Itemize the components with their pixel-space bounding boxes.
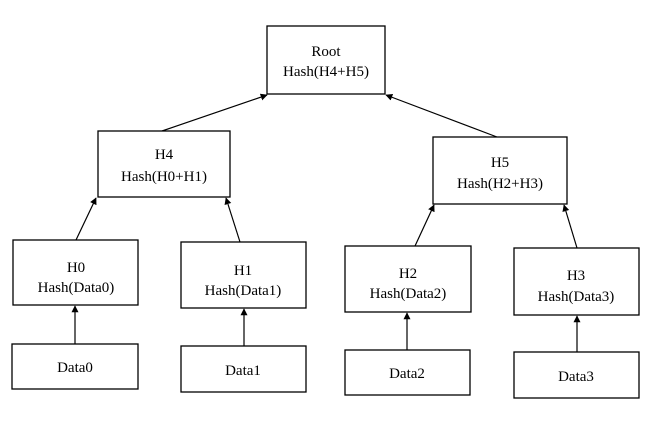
node-hash: Hash(H0+H1) <box>121 169 207 185</box>
node-h4: H4 Hash(H0+H1) <box>97 130 231 198</box>
leaf-box <box>513 351 640 399</box>
leaf-label: Data1 <box>225 363 261 379</box>
node-title: Root <box>311 44 341 60</box>
node-hash: Hash(H2+H3) <box>457 176 543 192</box>
leaf-data1: Data1 <box>180 345 307 393</box>
node-box <box>266 25 386 95</box>
node-box <box>344 245 472 313</box>
node-title: H1 <box>234 263 252 279</box>
leaf-box <box>11 343 139 390</box>
node-box <box>432 136 568 205</box>
leaf-data2: Data2 <box>344 349 471 396</box>
node-box <box>513 247 640 316</box>
leaf-data0: Data0 <box>11 343 139 390</box>
node-hash: Hash(Data0) <box>38 280 115 296</box>
leaf-label: Data3 <box>558 369 594 385</box>
node-box <box>97 130 231 198</box>
node-h0: H0 Hash(Data0) <box>12 239 139 306</box>
edge-h4-to-root <box>161 93 268 132</box>
leaf-label: Data2 <box>389 366 425 382</box>
node-hash: Hash(Data1) <box>205 283 282 299</box>
node-h1: H1 Hash(Data1) <box>180 241 307 309</box>
edge-h1-to-h4 <box>224 197 241 243</box>
node-box <box>12 239 139 306</box>
node-h5: H5 Hash(H2+H3) <box>432 136 568 205</box>
node-hash: Hash(Data2) <box>370 286 447 302</box>
edge-h5-to-root <box>385 93 498 138</box>
node-title: H5 <box>491 155 509 171</box>
leaf-label: Data0 <box>57 360 93 376</box>
node-hash: Hash(Data3) <box>538 289 615 305</box>
edge-h2-to-h5 <box>414 204 435 247</box>
node-h2: H2 Hash(Data2) <box>344 245 472 313</box>
node-title: H4 <box>155 147 174 163</box>
leaf-box <box>180 345 307 393</box>
edge-h3-to-h5 <box>562 204 578 249</box>
node-title: H2 <box>399 266 417 282</box>
edges <box>71 93 581 352</box>
edge-h0-to-h4 <box>75 197 97 241</box>
node-title: H3 <box>567 268 585 284</box>
leaf-data3: Data3 <box>513 351 640 399</box>
leaf-box <box>344 349 471 396</box>
node-h3: H3 Hash(Data3) <box>513 247 640 316</box>
node-box <box>180 241 307 309</box>
node-title: H0 <box>67 260 85 276</box>
node-hash: Hash(H4+H5) <box>283 64 369 80</box>
node-root: Root Hash(H4+H5) <box>266 25 386 95</box>
